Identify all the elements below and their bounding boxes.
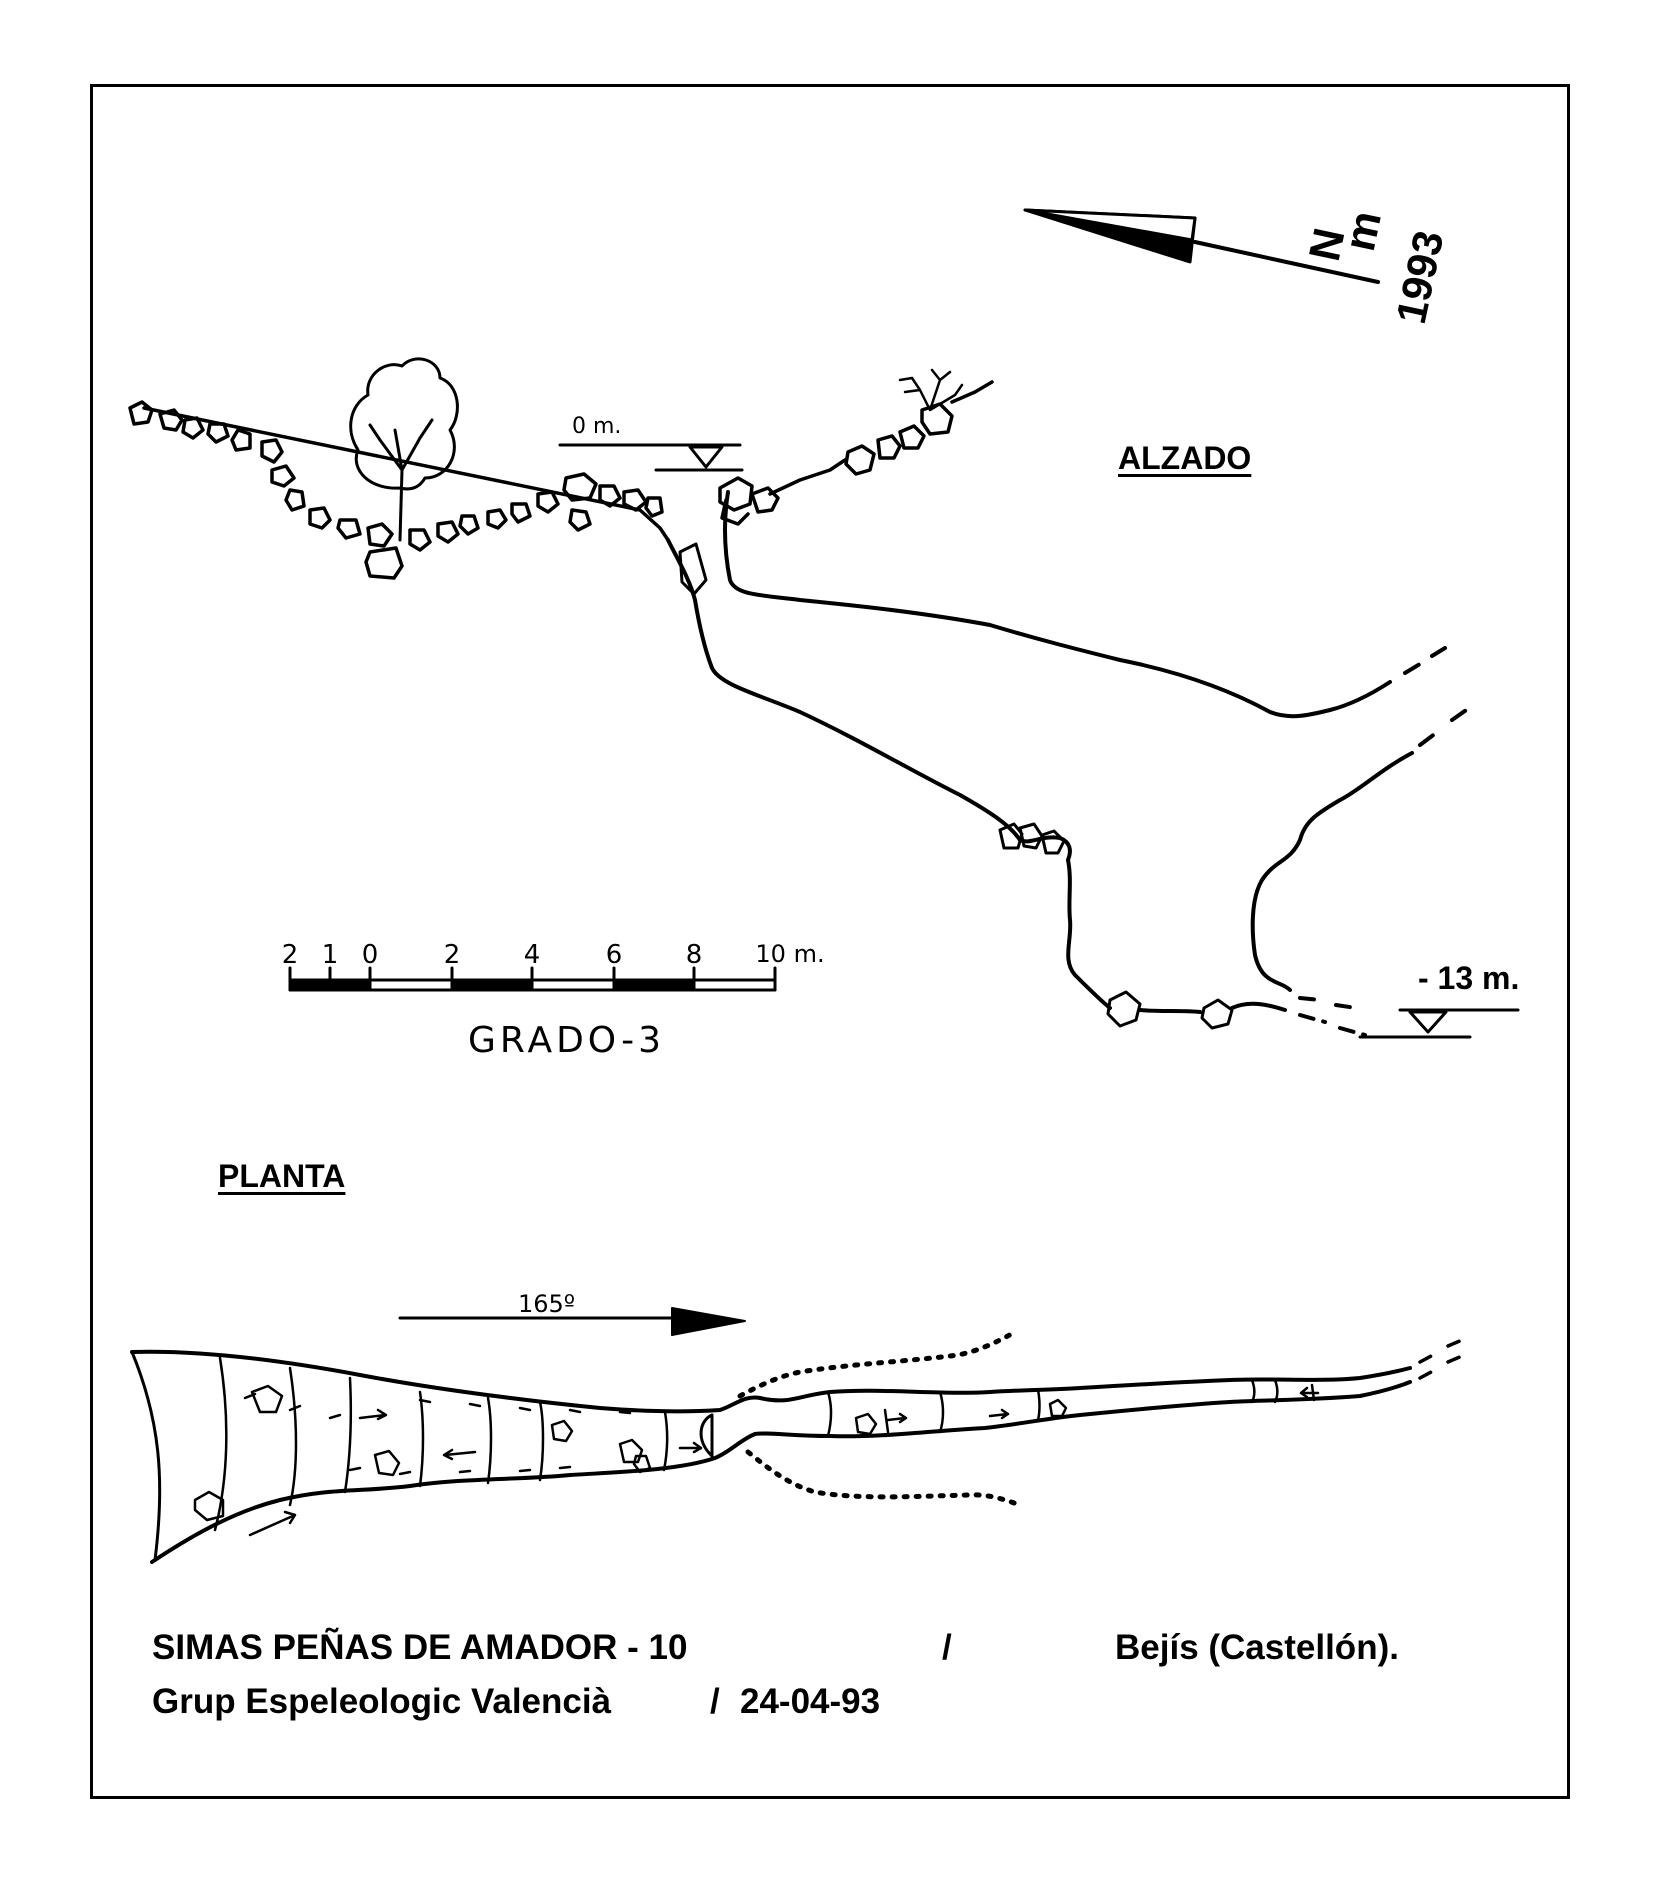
footer-separator: / [710, 1682, 720, 1721]
bottom-level-marker [1358, 1008, 1520, 1039]
surface-profile [128, 357, 670, 580]
cave-plan [130, 1329, 1464, 1564]
cave-name: SIMAS PEÑAS DE AMADOR - 10 [152, 1628, 688, 1667]
bottom-level-label: - 13 m. [1418, 960, 1520, 996]
map-frame [90, 84, 1570, 1799]
scale-bar [288, 966, 777, 992]
cave-location: Bejís (Castellón). [1115, 1628, 1399, 1667]
top-level-label: 0 m. [572, 414, 622, 439]
scale-tick-label: 2 [281, 940, 299, 970]
scale-tick-label: 2 [443, 940, 461, 970]
scale-tick-label: 4 [523, 940, 541, 970]
north-arrow-icon [1023, 208, 1380, 284]
scale-tick-label: 1 [321, 940, 339, 970]
footer-separator: / [942, 1628, 952, 1667]
scale-tick-label: 8 [685, 940, 703, 970]
planta-title: PLANTA [218, 1158, 346, 1194]
tree-icon [349, 357, 459, 542]
top-level-marker [558, 443, 744, 472]
shrub-icon [898, 368, 964, 412]
scale-tick-label: 10 m. [755, 940, 825, 968]
alzado-title: ALZADO [1118, 440, 1252, 476]
survey-date: 24-04-93 [740, 1682, 881, 1721]
bearing-arrow-icon [398, 1307, 746, 1336]
cave-elevation [666, 490, 1474, 1037]
survey-group: Grup Espeleologic Valencià [152, 1682, 612, 1721]
bearing-label: 165º [518, 1290, 576, 1318]
scale-tick-label: 0 [361, 940, 379, 970]
scale-tick-label: 6 [605, 940, 623, 970]
grade-label: GRADO-3 [468, 1020, 666, 1061]
surface-profile-right [718, 368, 994, 526]
